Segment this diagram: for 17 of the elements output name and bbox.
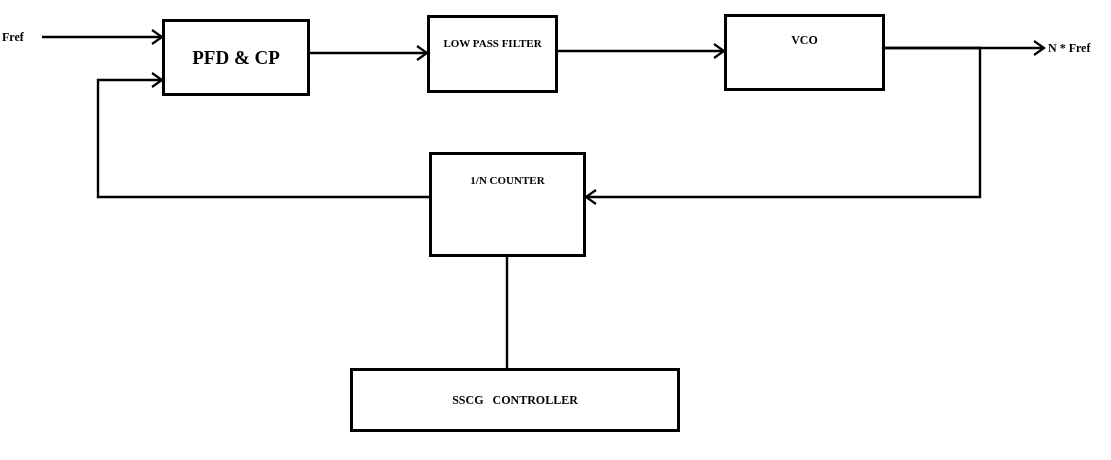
block-label: 1/N COUNTER <box>470 173 545 188</box>
process-box <box>350 368 680 432</box>
arrow <box>42 28 164 46</box>
block-label: N * Fref <box>1048 40 1091 56</box>
process-box <box>724 14 885 91</box>
arrow <box>584 46 982 206</box>
arrow <box>558 42 726 60</box>
block-label: LOW PASS FILTER <box>443 37 542 51</box>
arrow <box>310 44 429 62</box>
arrow <box>96 71 429 199</box>
block-label: SSCG CONTROLLER <box>452 392 578 408</box>
block-label: VCO <box>791 33 818 48</box>
process-box <box>162 19 310 96</box>
process-box <box>427 15 558 93</box>
block-label: Fref <box>2 29 24 45</box>
process-box <box>429 152 586 257</box>
block-label: PFD & CP <box>192 45 280 70</box>
